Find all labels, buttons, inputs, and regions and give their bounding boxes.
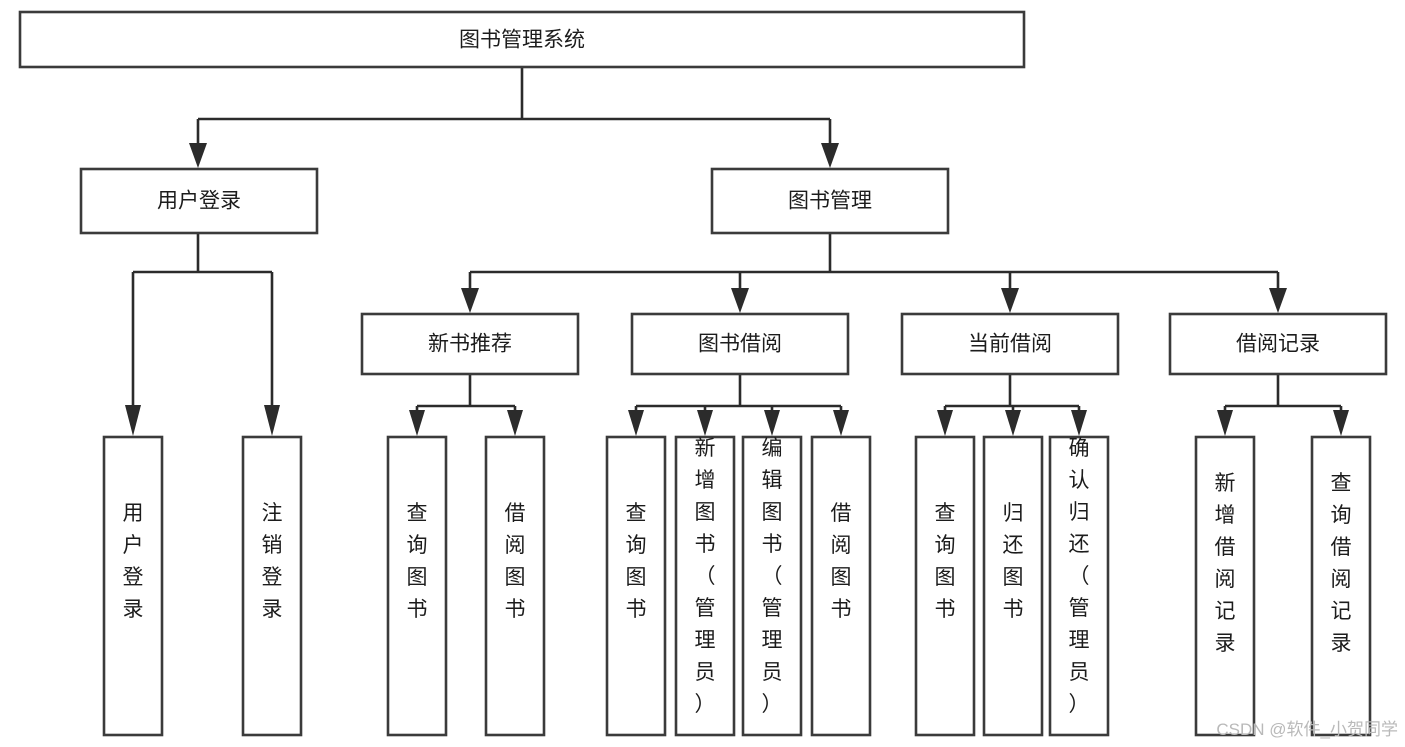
arrowhead-current-borrow <box>1001 288 1019 313</box>
node-user-login[interactable]: 用户登录 <box>79 167 319 235</box>
node-current-borrow[interactable]: 当前借阅 <box>900 312 1120 376</box>
node-leaf-borrow-book-recommend-box[interactable] <box>484 435 546 737</box>
node-leaf-query-book-recommend[interactable]: 查询图书 <box>386 435 448 737</box>
node-leaf-query-book-current-label: 查询图书 <box>935 502 956 621</box>
node-leaf-add-borrow-record-label: 新增借阅记录 <box>1215 472 1236 655</box>
node-new-book-recommend[interactable]: 新书推荐 <box>360 312 580 376</box>
node-book-manage-label: 图书管理 <box>788 190 872 213</box>
arrowhead-leaf-return-book <box>1005 410 1021 436</box>
node-leaf-query-borrow-record-box[interactable] <box>1310 435 1372 737</box>
node-leaf-query-borrow-record-label: 查询借阅记录 <box>1331 472 1352 655</box>
node-leaf-edit-book-admin[interactable]: 编辑图书（管理员） <box>741 435 803 737</box>
node-leaf-query-book-borrow[interactable]: 查询图书 <box>605 435 667 737</box>
node-leaf-query-book-recommend-label: 查询图书 <box>407 502 428 621</box>
arrowhead-leaf-borrow-book <box>833 410 849 436</box>
node-leaf-borrow-book-label: 借阅图书 <box>831 502 852 621</box>
node-leaf-add-book-admin[interactable]: 新增图书（管理员） <box>674 435 736 737</box>
node-leaf-query-book-recommend-box[interactable] <box>386 435 448 737</box>
node-leaf-add-book-admin-label: 新增图书（管理员） <box>695 437 716 716</box>
node-book-borrow-box[interactable] <box>630 312 850 376</box>
node-leaf-add-borrow-record[interactable]: 新增借阅记录 <box>1194 435 1256 737</box>
node-user-login-label: 用户登录 <box>157 190 241 213</box>
arrowhead-leaf-user-login <box>125 405 141 436</box>
node-leaf-add-book-admin-box[interactable] <box>674 435 736 737</box>
node-root-box[interactable] <box>18 10 1026 69</box>
node-leaf-return-book[interactable]: 归还图书 <box>982 435 1044 737</box>
node-book-borrow[interactable]: 图书借阅 <box>630 312 850 376</box>
node-root[interactable]: 图书管理系统 <box>18 10 1026 69</box>
node-leaf-return-book-box[interactable] <box>982 435 1044 737</box>
node-root-label: 图书管理系统 <box>459 29 585 52</box>
node-leaf-user-login[interactable]: 用户登录 <box>102 435 164 737</box>
arrowhead-new-book-recommend <box>461 288 479 313</box>
node-leaf-edit-book-admin-box[interactable] <box>741 435 803 737</box>
node-borrow-record-label: 借阅记录 <box>1236 333 1320 356</box>
node-leaf-confirm-return-admin-label: 确认归还（管理员） <box>1069 437 1090 716</box>
node-leaf-user-login-label: 用户登录 <box>123 502 144 621</box>
arrowhead-leaf-logout-login <box>264 405 280 436</box>
node-leaf-query-book-current[interactable]: 查询图书 <box>914 435 976 737</box>
node-user-login-box[interactable] <box>79 167 319 235</box>
arrowhead-borrow-record <box>1269 288 1287 313</box>
node-leaf-borrow-book-recommend-label: 借阅图书 <box>505 502 526 621</box>
node-leaf-query-book-borrow-label: 查询图书 <box>626 502 647 621</box>
arrowhead-leaf-query-book-borrow <box>628 410 644 436</box>
arrowhead-user-login <box>189 143 207 168</box>
node-leaf-user-login-box[interactable] <box>102 435 164 737</box>
node-leaf-borrow-book-recommend[interactable]: 借阅图书 <box>484 435 546 737</box>
arrowhead-leaf-query-book-recommend <box>409 410 425 436</box>
node-new-book-recommend-box[interactable] <box>360 312 580 376</box>
node-borrow-record[interactable]: 借阅记录 <box>1168 312 1388 376</box>
arrowhead-leaf-add-borrow-record <box>1217 410 1233 436</box>
node-leaf-logout-login-label: 注销登录 <box>262 502 283 621</box>
arrowhead-leaf-query-borrow-record <box>1333 410 1349 436</box>
node-leaf-logout-login[interactable]: 注销登录 <box>241 435 303 737</box>
node-leaf-query-book-borrow-box[interactable] <box>605 435 667 737</box>
node-book-borrow-label: 图书借阅 <box>698 333 782 356</box>
csdn-watermark: CSDN @软件_小贺同学 <box>1216 720 1398 739</box>
node-leaf-add-borrow-record-box[interactable] <box>1194 435 1256 737</box>
arrowhead-leaf-borrow-book-recommend <box>507 410 523 436</box>
node-leaf-return-book-label: 归还图书 <box>1003 502 1024 621</box>
node-book-manage[interactable]: 图书管理 <box>710 167 950 235</box>
node-leaf-edit-book-admin-label: 编辑图书（管理员） <box>762 437 783 716</box>
node-leaf-confirm-return-admin-box[interactable] <box>1048 435 1110 737</box>
node-new-book-recommend-label: 新书推荐 <box>428 333 512 356</box>
node-borrow-record-box[interactable] <box>1168 312 1388 376</box>
arrowhead-leaf-add-book-admin <box>697 410 713 436</box>
node-current-borrow-label: 当前借阅 <box>968 333 1052 356</box>
node-leaf-logout-login-box[interactable] <box>241 435 303 737</box>
arrowhead-book-borrow <box>731 288 749 313</box>
arrowhead-leaf-confirm-return-admin <box>1071 410 1087 436</box>
connector-layer <box>125 67 1349 436</box>
node-leaf-borrow-book-box[interactable] <box>810 435 872 737</box>
arrowhead-leaf-query-book-current <box>937 410 953 436</box>
node-leaf-confirm-return-admin[interactable]: 确认归还（管理员） <box>1048 435 1110 737</box>
node-book-manage-box[interactable] <box>710 167 950 235</box>
arrowhead-book-manage <box>821 143 839 168</box>
node-leaf-query-borrow-record[interactable]: 查询借阅记录 <box>1310 435 1372 737</box>
node-leaf-query-book-current-box[interactable] <box>914 435 976 737</box>
arrowhead-leaf-edit-book-admin <box>764 410 780 436</box>
node-current-borrow-box[interactable] <box>900 312 1120 376</box>
node-leaf-borrow-book[interactable]: 借阅图书 <box>810 435 872 737</box>
